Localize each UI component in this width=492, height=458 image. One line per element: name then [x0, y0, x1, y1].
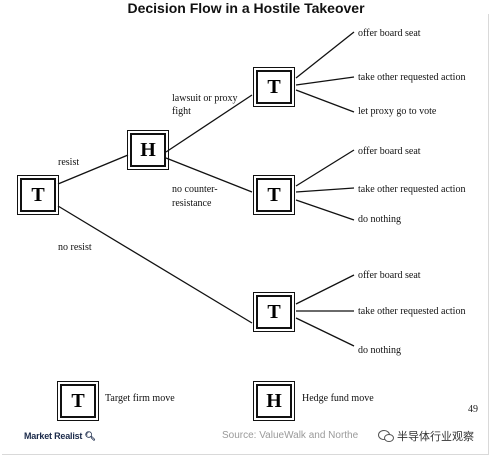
edge-label-lawsuit-line1: lawsuit or proxy: [172, 93, 238, 104]
edge-upper-3: [295, 89, 355, 113]
edge-no-counter: [165, 157, 253, 193]
node-target-lower: T: [253, 292, 295, 332]
outcome-lower-2: take other requested action: [358, 306, 466, 317]
edge-label-resist: resist: [58, 157, 80, 168]
outcome-upper-1: offer board seat: [358, 28, 421, 39]
source-note: Source: ValueWalk and Northe: [222, 430, 359, 441]
edge-upper-1: [295, 31, 355, 79]
edge-middle-3: [295, 199, 355, 221]
edge-lower-3: [295, 317, 355, 347]
watermark: 半导体行业观察: [376, 428, 476, 444]
outcome-middle-2: take other requested action: [358, 184, 466, 195]
wechat-icon: [378, 430, 394, 442]
brand-logo: Market Realist 🔍︎: [24, 431, 96, 442]
edge-label-no-counter-line1: no counter-: [172, 184, 218, 195]
node-target-root: T: [17, 175, 59, 215]
magnifier-icon: 🔍︎: [82, 431, 96, 441]
legend-target-label: Target firm move: [105, 393, 175, 404]
outcome-lower-1: offer board seat: [358, 270, 421, 281]
outcome-upper-2: take other requested action: [358, 72, 466, 83]
outcome-middle-1: offer board seat: [358, 146, 421, 157]
edge-middle-1: [295, 149, 355, 187]
legend-hedge-label: Hedge fund move: [302, 393, 374, 404]
legend-hedge-symbol: H: [253, 381, 295, 421]
edge-label-no-counter-line2: resistance: [172, 198, 212, 209]
watermark-text: 半导体行业观察: [397, 430, 474, 443]
outcome-upper-3: let proxy go to vote: [358, 106, 437, 117]
edge-no-resist: [57, 205, 253, 324]
edge-label-no-resist: no resist: [58, 242, 92, 253]
slide-frame: [2, 14, 489, 455]
page-number: 49: [468, 404, 478, 415]
edge-lower-1: [295, 274, 355, 305]
node-target-upper: T: [253, 67, 295, 107]
outcome-middle-3: do nothing: [358, 214, 402, 225]
diagram-title: Decision Flow in a Hostile Takeover: [127, 0, 365, 16]
node-target-middle: T: [253, 175, 295, 215]
node-hedge-fund: H: [127, 130, 169, 170]
outcome-lower-3: do nothing: [358, 345, 402, 356]
brand-text: Market Realist: [24, 431, 83, 441]
edge-label-lawsuit-line2: fight: [172, 106, 191, 117]
edge-lawsuit: [165, 94, 253, 153]
edge-middle-2: [295, 187, 355, 193]
edge-resist: [57, 154, 129, 185]
legend-target-symbol: T: [57, 381, 99, 421]
edge-upper-2: [295, 76, 355, 86]
